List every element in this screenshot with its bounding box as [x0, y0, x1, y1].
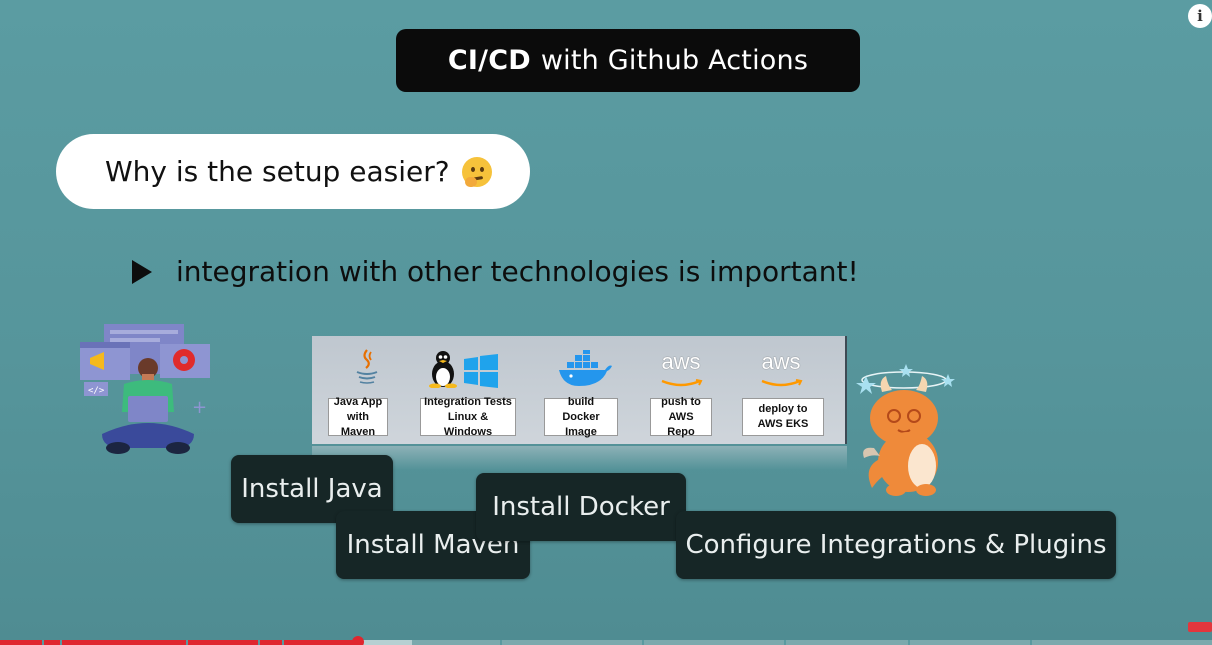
- progress-scrubber-knob[interactable]: [351, 636, 364, 645]
- workflow-step-label: push to AWS Repo: [650, 395, 712, 438]
- question-text: Why is the setup easier?: [105, 155, 450, 188]
- workflow-reflection: [312, 446, 847, 470]
- install-docker-tag: Install Docker: [476, 473, 686, 541]
- step-label-line: Linux & Windows: [443, 410, 493, 438]
- aws-logo-text: aws: [661, 349, 701, 374]
- thinking-face-icon: [461, 156, 492, 187]
- workflow-step-label: Java App with Maven: [328, 395, 388, 438]
- chapter-separator: [784, 640, 786, 645]
- install-java-tag: Install Java: [231, 455, 393, 523]
- aws-smile-icon: [661, 379, 703, 387]
- question-bubble: Why is the setup easier?: [56, 134, 530, 209]
- aws-logo-text: aws: [761, 349, 801, 374]
- step-label-line: Java App: [333, 395, 383, 408]
- aws-smile-icon: [761, 379, 803, 387]
- chapter-separator: [908, 640, 910, 645]
- svg-text:+: +: [192, 397, 207, 418]
- step-label-line: push to: [661, 395, 701, 408]
- step-label-line: deploy to: [758, 403, 808, 415]
- step-label-line: AWS EKS: [757, 418, 809, 430]
- info-label: i: [1197, 7, 1203, 25]
- chapter-separator: [258, 640, 260, 645]
- bullet-text: integration with other technologies is i…: [176, 255, 859, 288]
- chapter-separator: [642, 640, 644, 645]
- aws-icon: aws: [656, 349, 706, 387]
- workflow-strip: Java App with Maven Integration Tests Li…: [312, 336, 847, 444]
- slide-title: CI/CD with Github Actions: [396, 29, 860, 92]
- configure-integrations-tag: Configure Integrations & Plugins: [676, 511, 1116, 579]
- chapter-separator: [42, 640, 44, 645]
- info-icon[interactable]: i: [1188, 4, 1212, 28]
- video-progress-bar[interactable]: [0, 636, 1212, 645]
- svg-text:</>: </>: [88, 386, 105, 396]
- slide-title-bold: CI/CD: [447, 45, 531, 76]
- java-cup-icon: [356, 349, 378, 384]
- dizzy-dragon-mascot-icon: [856, 364, 955, 496]
- youtube-logo-icon[interactable]: [1188, 622, 1212, 632]
- chapter-separator: [282, 640, 284, 645]
- step-label-line: build: [567, 395, 595, 408]
- chapter-separator: [500, 640, 502, 645]
- windows-logo-icon: [464, 354, 498, 388]
- bullet-point: integration with other technologies is i…: [132, 255, 859, 288]
- progress-played: [0, 640, 358, 645]
- install-docker-text: Install Docker: [492, 492, 670, 522]
- linux-penguin-icon: [429, 351, 457, 388]
- workflow-step-label: Integration Tests Linux & Windows: [420, 395, 516, 438]
- step-label-line: Docker Image: [562, 410, 600, 438]
- step-label-line: with Maven: [340, 410, 376, 438]
- workflow-step-label: deploy to AWS EKS: [742, 398, 824, 436]
- slide-title-rest: with Github Actions: [540, 45, 809, 76]
- chapter-separator: [1030, 640, 1032, 645]
- aws-icon: aws: [756, 349, 806, 387]
- install-java-text: Install Java: [241, 474, 383, 504]
- configure-integrations-text: Configure Integrations & Plugins: [685, 530, 1107, 560]
- chapter-separator: [60, 640, 62, 645]
- chapter-separator: [186, 640, 188, 645]
- developer-illustration-icon: </> +: [80, 324, 210, 454]
- triangle-bullet-icon: [132, 259, 152, 284]
- step-label-line: AWS Repo: [667, 410, 695, 438]
- step-label-line: Integration Tests: [424, 395, 512, 408]
- docker-whale-icon: [559, 350, 612, 386]
- workflow-step-label: build Docker Image: [544, 395, 618, 438]
